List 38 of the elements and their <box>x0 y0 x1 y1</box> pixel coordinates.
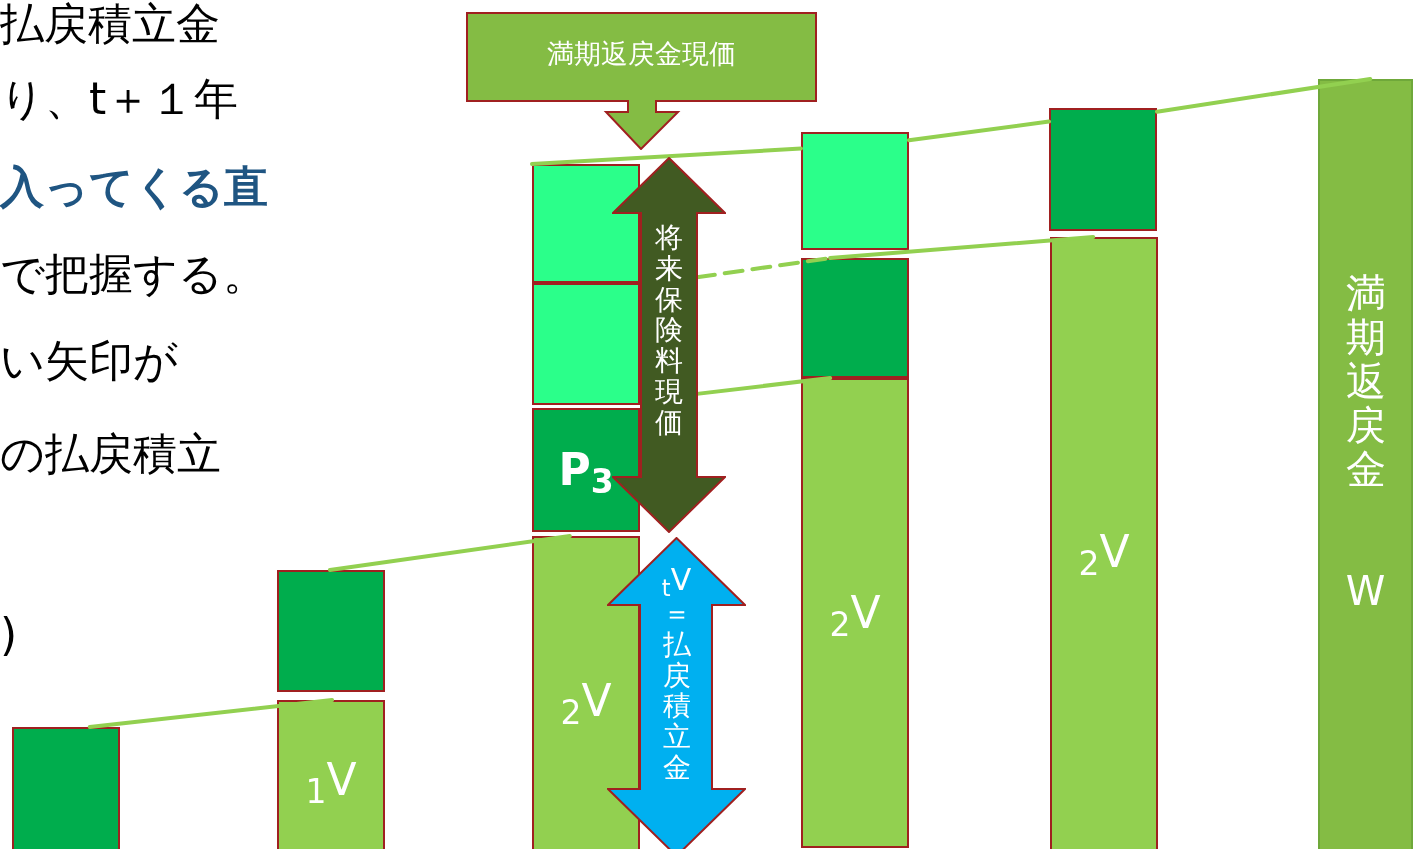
body-text: 払戻積立金 <box>0 2 220 46</box>
connector-line <box>1155 77 1373 114</box>
bar-block <box>532 536 640 849</box>
body-text: の払戻積立 <box>0 432 221 476</box>
bar-label: 満期返戻金 <box>1345 271 1386 491</box>
bar-block <box>1318 79 1413 849</box>
connector-line <box>327 534 572 572</box>
bar-block <box>532 283 640 405</box>
bar-block <box>801 132 909 250</box>
value-label: $_{2}$V <box>560 679 612 723</box>
value-label: $_{2}$V <box>829 591 881 635</box>
arrow-label: $_{t}$V <box>661 565 692 595</box>
arrow-label: 将来保険料現価 <box>655 223 683 439</box>
bar-block <box>532 164 640 283</box>
body-text: り、t＋１年 <box>0 77 239 121</box>
arrow-label: ＝払戻積立金 <box>662 599 691 784</box>
connector-line <box>907 119 1051 143</box>
connector-line <box>828 235 1096 260</box>
bar-block <box>1050 237 1158 849</box>
callout-arrow <box>466 12 817 150</box>
body-text: い矢印が <box>0 339 178 383</box>
connector-line <box>530 146 803 166</box>
value-label: $_{1}$V <box>305 758 357 802</box>
bar-label: W <box>1345 567 1386 616</box>
value-label: $_{2}$V <box>1078 530 1130 574</box>
bar-block <box>1049 108 1157 231</box>
connector-line <box>87 698 335 729</box>
body-text: で把握する。 <box>0 252 267 296</box>
bar-block <box>277 570 385 692</box>
bar-block <box>277 700 385 849</box>
callout-label: 満期返戻金現価 <box>546 40 737 67</box>
bar-block <box>532 408 640 532</box>
body-text: ) <box>0 613 18 657</box>
bar-block <box>12 727 120 849</box>
bar-block <box>801 378 909 848</box>
bar-block <box>801 258 909 378</box>
premium-label: P$_{3}$ <box>558 448 614 492</box>
double-arrow <box>612 157 726 533</box>
